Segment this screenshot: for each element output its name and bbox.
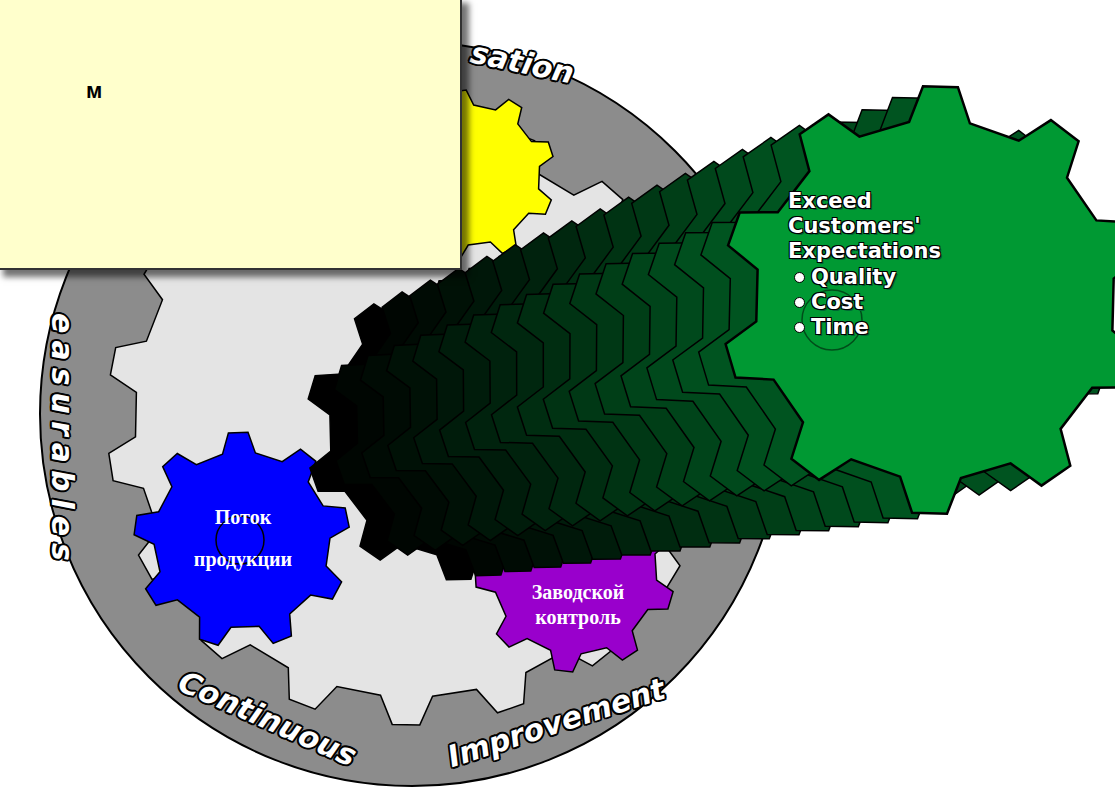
bullet-text: Time [811,315,869,340]
bullet-dot [794,297,805,308]
callout-text: м [86,78,102,104]
gear-label: Заводской контроль [512,580,644,630]
bullet-item: Quality [794,265,988,290]
gear-node: Заводской контроль [508,576,648,634]
gear-label: Поток продукции [182,496,304,580]
bullet-dot [794,322,805,333]
bullet-item: Cost [794,290,988,315]
green-gear [720,85,1115,515]
ring-label: easurables [45,313,80,568]
gear-node: Поток продукции [178,492,308,584]
gear-heading: Exceed Customers' Expectations [788,189,958,265]
bullet-dot [794,272,805,283]
bullet-text: Quality [811,265,896,290]
bullet-text: Cost [811,290,863,315]
bullet-item: Time [794,315,988,340]
green-text-block: Exceed Customers' ExpectationsQualityCos… [788,189,988,340]
callout-box: м [0,0,462,270]
gear-node: Exceed Customers' ExpectationsQualityCos… [720,85,1115,515]
green-gear-outline [726,86,1115,513]
